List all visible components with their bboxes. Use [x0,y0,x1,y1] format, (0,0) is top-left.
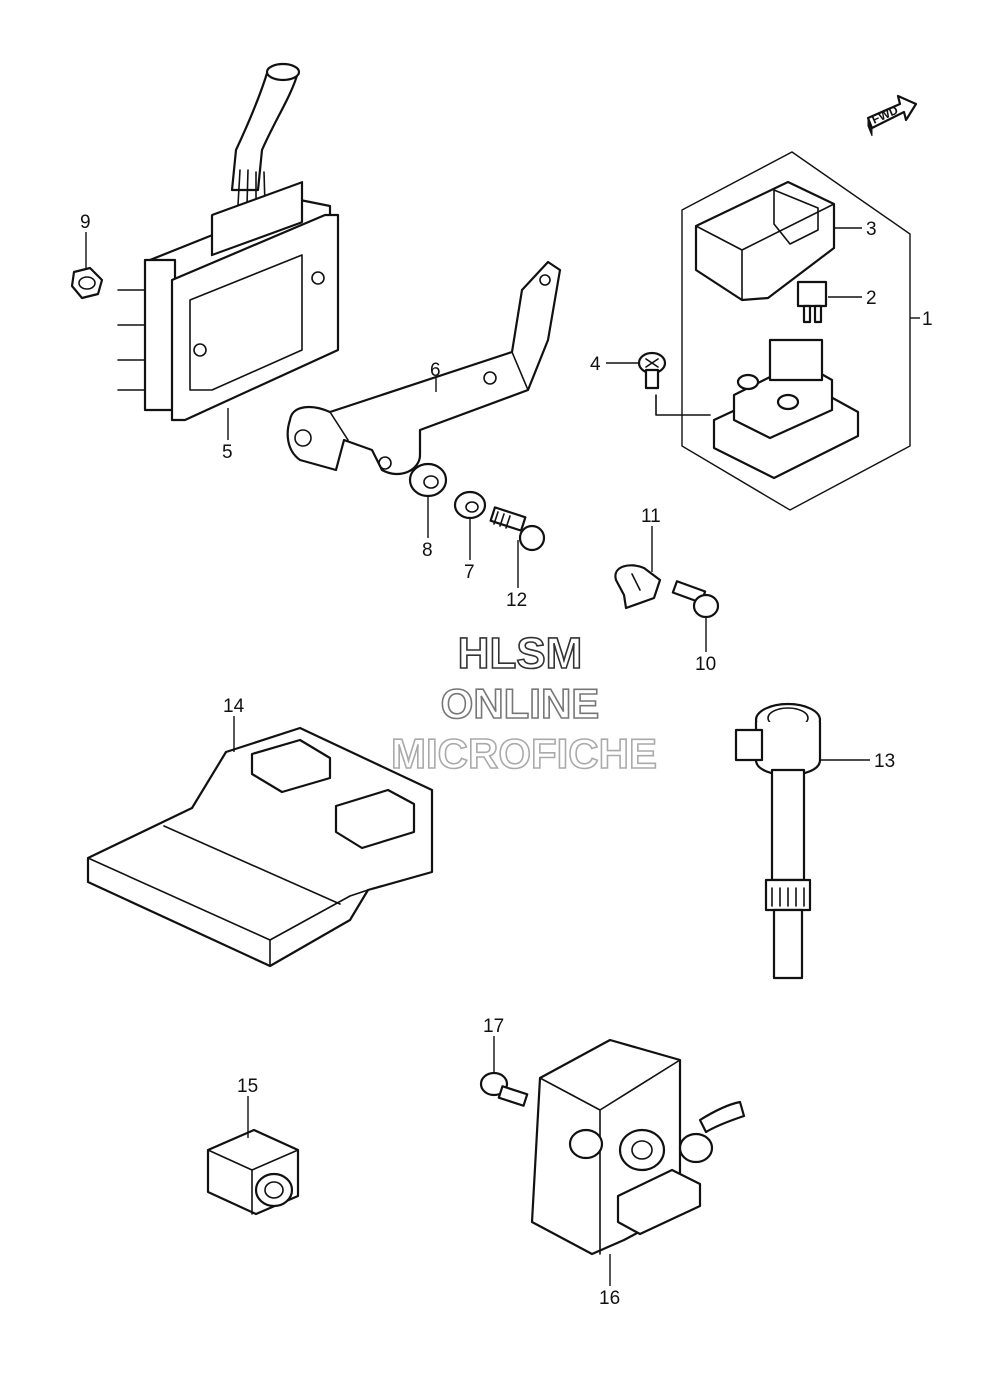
part-4-screw [637,351,667,390]
callout-16: 16 [599,1288,620,1309]
callout-9: 9 [80,212,91,233]
callout-12: 12 [506,590,527,611]
watermark-line-1: HLSM [458,629,583,678]
part-1-relay-body [655,338,860,480]
part-11-clamp [614,564,662,610]
part-6-bracket [286,260,562,476]
part-5-regulator [117,62,340,422]
leader-lines [85,227,920,1286]
part-14-ecu [86,726,434,968]
part-9-nut [70,266,104,300]
callout-13: 13 [874,751,895,772]
callout-8: 8 [422,540,433,561]
part-13-ignition-coil [734,702,822,980]
part-3-relay-cover [694,180,836,302]
callout-4: 4 [590,354,601,375]
watermark-line-3: MICROFICHE [391,730,657,777]
part-15-sensor [206,1128,300,1216]
part-17-bolt [479,1071,529,1107]
watermark-line-2: ONLINE [441,680,600,727]
part-2-fuse [796,280,828,324]
watermark: HLSM ONLINE MICROFICHE [390,628,658,778]
part-7-collar [453,490,487,520]
callout-7: 7 [464,562,475,583]
callout-2: 2 [866,288,877,309]
fwd-arrow-icon: FWD [866,94,918,137]
callout-6: 6 [430,360,441,381]
part-16-actuator [530,1038,746,1256]
callout-5: 5 [222,442,233,463]
part-10-bolt [671,580,720,619]
callout-17: 17 [483,1016,504,1037]
callout-10: 10 [695,654,716,675]
fwd-label: FWD [870,103,901,127]
part-8-grommet [408,462,448,498]
callout-11: 11 [641,506,661,527]
callout-14: 14 [223,696,245,717]
part-1-relay-assembly-frame [681,151,911,511]
part-12-bolt [489,506,546,552]
callout-1: 1 [922,309,933,330]
callout-labels: 1 2 3 4 5 6 7 8 9 10 11 12 13 14 15 16 1… [80,212,933,1309]
callout-15: 15 [237,1076,258,1097]
callout-3: 3 [866,219,877,240]
